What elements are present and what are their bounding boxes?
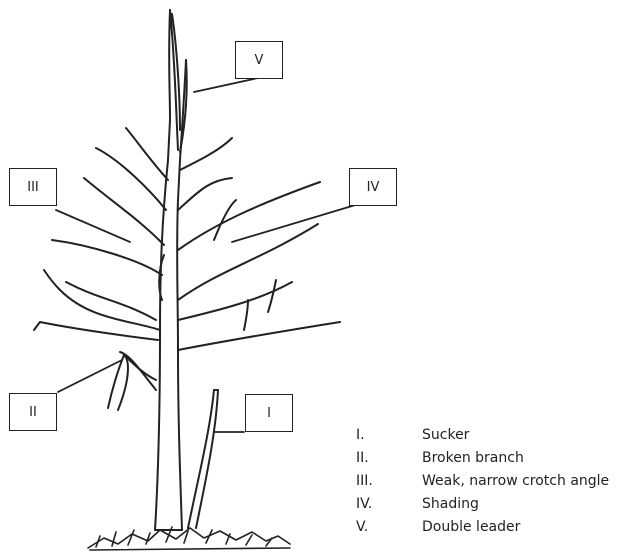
legend-row: IV. Shading xyxy=(350,493,639,516)
legend-num: III. xyxy=(356,473,373,489)
label-box-ii: II xyxy=(9,393,57,431)
sucker xyxy=(187,389,219,529)
label-box-v: V xyxy=(235,41,283,79)
legend-text: Shading xyxy=(422,496,479,512)
label-iii-text: III xyxy=(27,179,39,195)
right-branches xyxy=(177,137,341,351)
label-box-iv: IV xyxy=(349,168,397,206)
broken-branch xyxy=(107,354,157,411)
label-ii-text: II xyxy=(29,404,37,420)
legend-num: II. xyxy=(356,450,369,466)
legend-num: I. xyxy=(356,427,365,443)
legend-row: I. Sucker xyxy=(350,424,639,447)
legend-row: II. Broken branch xyxy=(350,447,639,470)
legend: I. Sucker II. Broken branch III. Weak, narr… xyxy=(350,424,639,539)
double-leader xyxy=(169,9,188,153)
legend-num: IV. xyxy=(356,496,373,512)
legend-row: III. Weak, narrow crotch angle xyxy=(350,470,639,493)
label-box-iii: III xyxy=(9,168,57,206)
ground-grass xyxy=(87,526,291,551)
legend-text: Sucker xyxy=(422,427,470,443)
pointer-lines xyxy=(55,77,373,433)
legend-row: V. Double leader xyxy=(350,516,639,539)
label-i-text: I xyxy=(267,405,271,421)
legend-num: V. xyxy=(356,519,369,535)
label-v-text: V xyxy=(254,52,264,68)
legend-text: Double leader xyxy=(422,519,521,535)
label-box-i: I xyxy=(245,394,293,432)
legend-text: Broken branch xyxy=(422,450,524,466)
label-iv-text: IV xyxy=(366,179,380,195)
legend-text: Weak, narrow crotch angle xyxy=(422,473,610,489)
